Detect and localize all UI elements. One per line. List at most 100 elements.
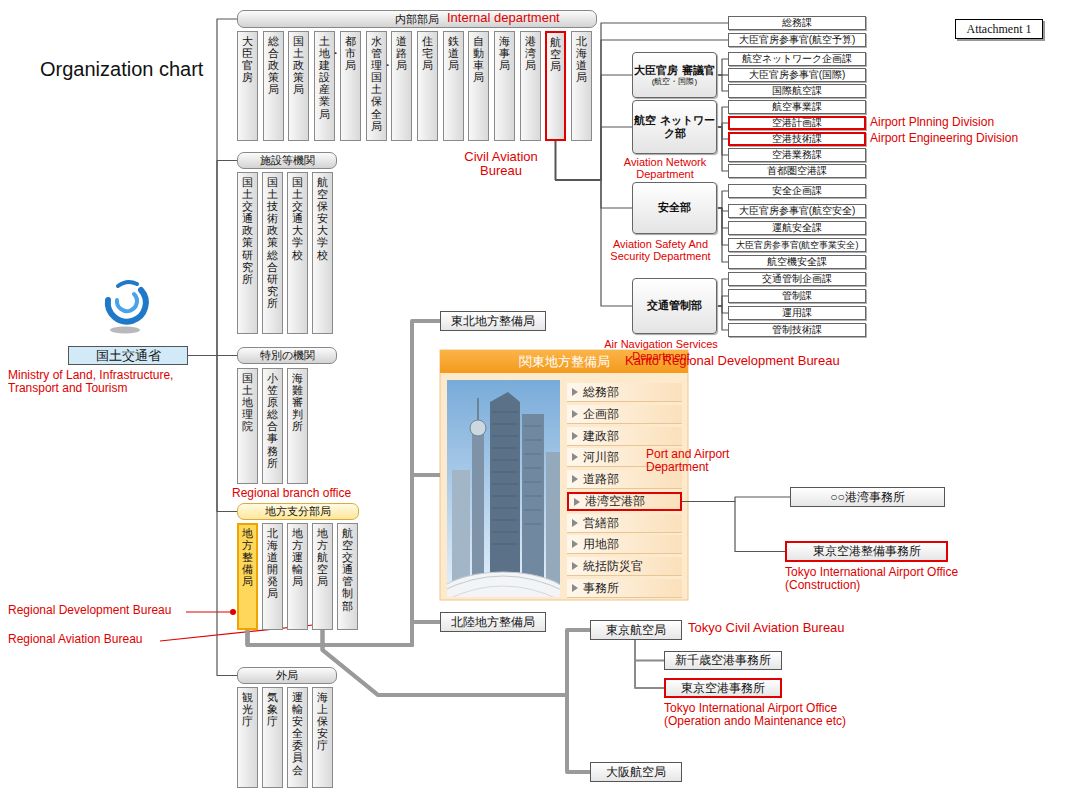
node-label: 首都圏空港課 bbox=[767, 164, 827, 178]
bullet-triangle bbox=[572, 519, 578, 527]
division-box: 交通管制企画課 bbox=[728, 272, 866, 286]
org-column: 国土交通大学校 bbox=[287, 172, 308, 334]
node-label: 総務部 bbox=[583, 384, 619, 401]
node-label: 道路局 bbox=[396, 35, 407, 71]
connector bbox=[717, 75, 728, 91]
org-column: 港湾局 bbox=[520, 31, 541, 141]
node-label: 管制課 bbox=[782, 289, 812, 303]
department-item: 事務所 bbox=[567, 579, 682, 598]
division-box: 運航安全課 bbox=[728, 221, 866, 235]
annotation-label: Aviation Network Department bbox=[612, 156, 718, 180]
node-label: 水管理・国土保全局 bbox=[371, 35, 382, 132]
department-item: 統括防災官 bbox=[567, 557, 682, 576]
org-column: 航空保安大学校 bbox=[312, 172, 333, 334]
org-column: 地方整備局 bbox=[237, 523, 258, 630]
node-label: 航空保安大学校 bbox=[317, 176, 328, 261]
annotation-label: Regional branch office bbox=[232, 487, 351, 500]
office-box: 北陸地方整備局 bbox=[440, 612, 546, 632]
node-label: 東京空港整備事務所 bbox=[813, 543, 921, 560]
annotation-label: Airport Engineering Division bbox=[870, 132, 1018, 145]
division-box: 運用課 bbox=[728, 306, 866, 320]
department-box: 航空 ネットワーク部 bbox=[632, 100, 717, 154]
connector bbox=[248, 321, 441, 645]
node-label: 土地・建設産業局 bbox=[319, 35, 330, 120]
department-box: 大臣官房 審議官(航空・国際) bbox=[632, 52, 717, 98]
annotation-label: Regional Aviation Bureau bbox=[8, 633, 143, 646]
node-label: 北海道局 bbox=[576, 35, 587, 83]
department-item: 営繕部 bbox=[567, 514, 682, 533]
division-box: 国際航空課 bbox=[728, 84, 866, 98]
division-box: 航空ネットワーク企画課 bbox=[728, 52, 866, 66]
division-box: 大臣官房参事官(航空安全) bbox=[728, 204, 866, 218]
org-column: 鉄道局 bbox=[443, 31, 464, 141]
node-label: 海難審判所 bbox=[292, 372, 303, 432]
annotation-label: Regional Development Bureau bbox=[8, 604, 171, 617]
department-item: 企画部 bbox=[567, 405, 682, 424]
connector bbox=[323, 630, 591, 695]
node-label: 地方航空局 bbox=[317, 527, 328, 587]
connector bbox=[682, 502, 785, 552]
bullet-triangle bbox=[572, 410, 578, 418]
org-column: 水管理・国土保全局 bbox=[366, 31, 387, 141]
node-label: 国土交通政策研究所 bbox=[242, 176, 253, 285]
node-label: 大臣官房 審議官 bbox=[634, 64, 714, 77]
department-item: 用地部 bbox=[567, 535, 682, 554]
connector bbox=[717, 59, 728, 75]
node-label: 国土政策局 bbox=[293, 35, 304, 95]
node-label: 事務所 bbox=[583, 580, 619, 597]
connector bbox=[188, 161, 237, 356]
org-column: 小笠原総合事務所 bbox=[262, 368, 283, 484]
annotation-label: Tokyo International Airport Office (Cons… bbox=[785, 566, 1000, 592]
node-label: 施設等機関 bbox=[260, 153, 315, 168]
node-label: 気象庁 bbox=[267, 691, 278, 727]
building-photo bbox=[447, 380, 560, 597]
org-column: 北海道開発局 bbox=[262, 523, 283, 630]
node-label: 交通管制部 bbox=[647, 299, 702, 312]
annotation-label: Civil Aviation Bureau bbox=[456, 150, 546, 179]
node-label: 国土交通大学校 bbox=[292, 176, 303, 261]
annotation-label: Tokyo International Airport Office (Oper… bbox=[664, 702, 879, 728]
node-label: 統括防災官 bbox=[583, 558, 643, 575]
org-column: 航空交通管制部 bbox=[337, 523, 358, 630]
division-box: 空港計画課 bbox=[728, 116, 866, 130]
node-label: 航空交通管制部 bbox=[342, 527, 353, 612]
node-label: 航空事業課 bbox=[772, 100, 822, 114]
org-column: 国土政策局 bbox=[288, 31, 309, 141]
department-box: 交通管制部 bbox=[632, 278, 717, 334]
annotation-label: Ministry of Land, Infrastructure, Transp… bbox=[8, 369, 214, 395]
node-label: 航空ネットワーク企画課 bbox=[742, 52, 852, 66]
group-band: 施設等機関 bbox=[237, 152, 337, 169]
division-box: 空港技術課 bbox=[728, 132, 866, 146]
office-box: 大阪航空局 bbox=[590, 762, 682, 782]
connector bbox=[635, 640, 664, 661]
bullet-triangle bbox=[572, 562, 578, 570]
org-column: 国土地理院 bbox=[237, 368, 258, 484]
node-label: 空港技術課 bbox=[772, 132, 822, 146]
org-column: 海上保安庁 bbox=[312, 687, 333, 788]
node-label: Attachment 1 bbox=[967, 22, 1032, 37]
node-label: 地方支分部局 bbox=[265, 504, 331, 519]
node-label: 海上保安庁 bbox=[317, 691, 328, 751]
panel-ground bbox=[440, 350, 688, 600]
node-label: 都市局 bbox=[345, 35, 356, 71]
node-label: 外局 bbox=[276, 668, 298, 683]
node-label: 東京空港事務所 bbox=[681, 680, 765, 697]
connector bbox=[717, 107, 728, 127]
division-box: 首都圏空港課 bbox=[728, 164, 866, 178]
node-label: 安全企画課 bbox=[772, 184, 822, 198]
node-label: 住宅局 bbox=[422, 35, 433, 71]
node-label: 大臣官房参事官(航空安全) bbox=[739, 204, 856, 218]
node-label: (航空・国際) bbox=[652, 77, 697, 87]
org-column: 自動車局 bbox=[468, 31, 489, 141]
node-label: 空港業務課 bbox=[772, 148, 822, 162]
division-box: 大臣官房参事官(国際) bbox=[728, 68, 866, 82]
node-label: 大阪航空局 bbox=[606, 764, 666, 781]
org-column: 地方運輸局 bbox=[287, 523, 308, 630]
connector bbox=[717, 306, 728, 330]
node-label: 安全部 bbox=[658, 201, 691, 214]
node-label: 交通管制企画課 bbox=[762, 272, 832, 286]
node-label: 建政部 bbox=[583, 428, 619, 445]
node-label: 航空 ネットワーク部 bbox=[634, 114, 715, 140]
node-label: 北海道開発局 bbox=[267, 527, 278, 600]
